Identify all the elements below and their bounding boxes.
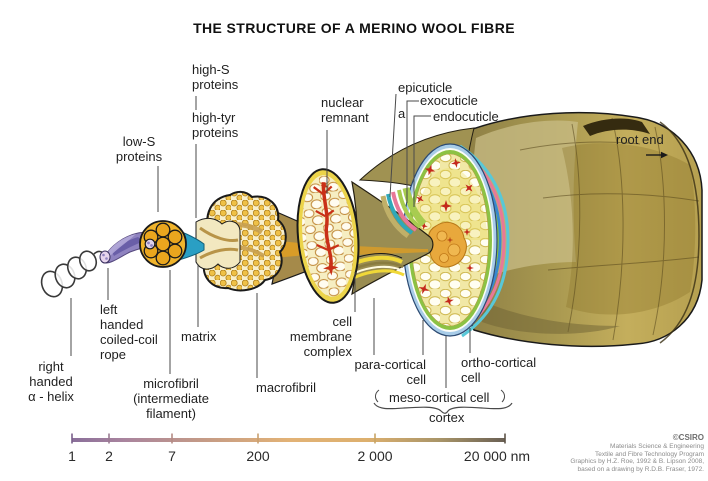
label-nuclear-remnant: nuclear remnant <box>321 95 369 126</box>
scale-tick-20000: 20 000 nm <box>463 448 531 464</box>
credit-graphics: Graphics by H.Z. Roe, 1992 & B. Lipson 2… <box>570 458 704 466</box>
nuclear-remnant-branch <box>313 182 340 269</box>
meso-cortical-region <box>427 222 467 268</box>
credit-based-on: based on a drawing by R.D.B. Fraser, 197… <box>577 465 704 473</box>
label-microfibril: microfibril (intermediate filament) <box>133 376 209 422</box>
alpha-helix-drawing <box>40 250 106 298</box>
label-meso-cortical-cell: meso-cortical cell <box>389 390 490 405</box>
scale-bar <box>71 433 506 444</box>
scale-tick-2: 2 <box>105 448 113 464</box>
credit-program: Textile and Fibre Technology Program <box>595 450 704 458</box>
scale-tick-2000: 2 000 <box>357 448 393 464</box>
label-para-cortical-cell: para-cortical cell <box>354 357 426 388</box>
fibre-body-drawing <box>358 111 703 348</box>
label-macrofibril: macrofibril <box>256 380 316 395</box>
label-cell-membrane-complex: cell membrane complex <box>289 314 352 360</box>
credits-block: ©CSIRO Materials Science & Engineering T… <box>570 433 704 473</box>
label-low-s-proteins: low-S proteins <box>115 134 163 165</box>
label-epicuticle: epicuticle <box>398 80 453 95</box>
csiro-copyright: ©CSIRO <box>672 433 704 442</box>
leader-lines <box>70 93 471 388</box>
label-matrix: matrix <box>181 329 217 344</box>
page-title: THE STRUCTURE OF A MERINO WOOL FIBRE <box>193 20 515 36</box>
scale-tick-200: 200 <box>246 448 270 464</box>
label-endocuticle: endocuticle <box>433 109 499 124</box>
microfibril-cross-section-drawing <box>139 220 187 268</box>
matrix-splay <box>195 217 241 270</box>
scale-tick-1: 1 <box>68 448 76 464</box>
label-left-handed-coiled-coil-rope: left handed coiled-coil rope <box>100 302 158 363</box>
label-ortho-cortical-cell: ortho-cortical cell <box>461 355 537 386</box>
label-exocuticle: exocuticle <box>420 93 478 108</box>
cell-elongation-cone <box>351 180 434 296</box>
para-cortical-cell-drawing <box>296 168 360 304</box>
cortex-brace <box>373 389 513 414</box>
root-end-arrow <box>646 151 668 159</box>
label-right-handed-alpha-helix: right handed α - helix <box>28 359 74 405</box>
label-high-tyr-proteins: high-tyr proteins <box>192 110 239 141</box>
label-root-end: root end <box>616 132 664 147</box>
label-high-s-proteins: high-S proteins <box>192 62 239 93</box>
credit-org: Materials Science & Engineering <box>610 443 704 450</box>
label-cortex: cortex <box>429 410 465 425</box>
scale-tick-7: 7 <box>168 448 176 464</box>
label-a-layer: a <box>398 106 406 121</box>
